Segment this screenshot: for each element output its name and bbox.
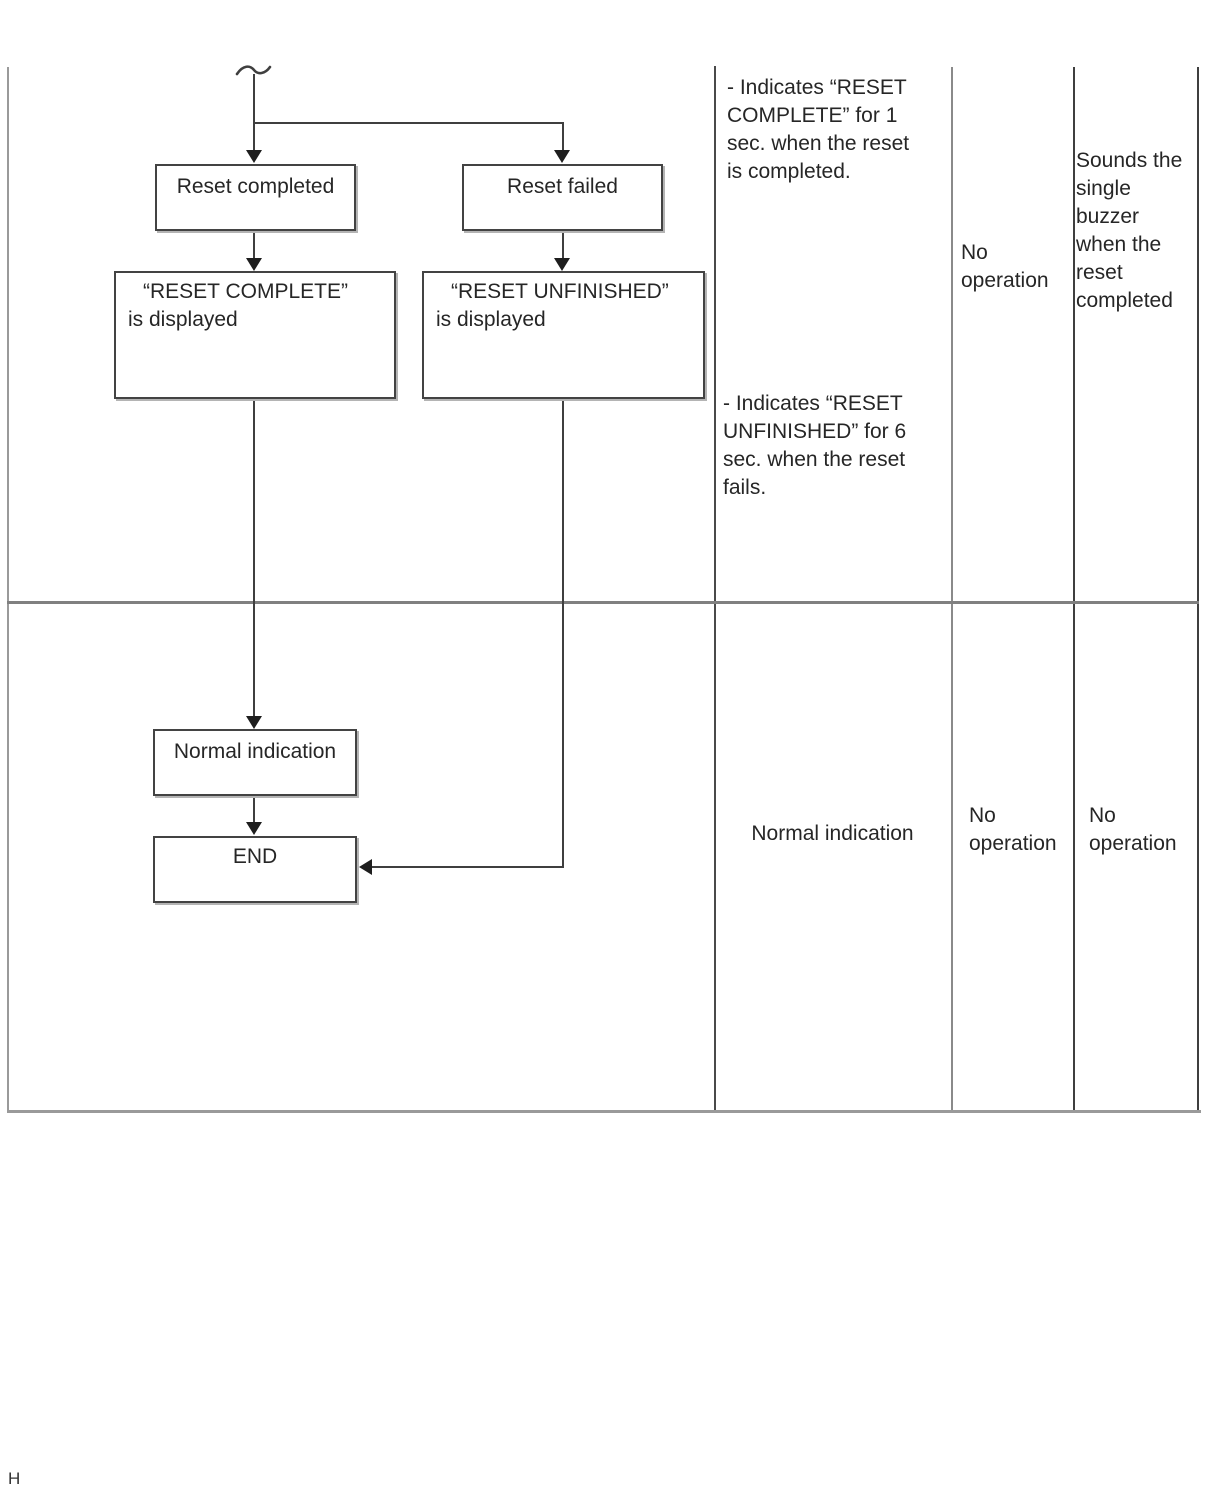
table-right-border: [1197, 67, 1199, 1110]
connector-entry-vertical: [253, 74, 255, 150]
arrowhead-down-icon: [246, 716, 262, 729]
arrowhead-down-icon: [246, 822, 262, 835]
connector-failed-to-display: [562, 231, 564, 258]
table-row-divider: [7, 601, 1199, 604]
table-divider-operation1-operation2: [1073, 67, 1075, 1110]
operation2-cell-row1: Sounds the single buzzer when the reset …: [1076, 149, 1183, 312]
table-divider-flowchart-display: [714, 66, 716, 1110]
connector-branch-horizontal: [253, 122, 564, 124]
display-cell-row2: Normal indication: [751, 822, 914, 845]
arrowhead-down-icon: [246, 258, 262, 271]
flow-node-label: END: [232, 845, 278, 868]
flow-node-reset-unfinished-displayed: “RESET UNFINISHED” is displayed: [422, 271, 705, 399]
table-left-border: [7, 67, 9, 1113]
flow-node-normal-indication: Normal indication: [153, 729, 357, 796]
table-divider-display-operation1: [951, 67, 953, 1110]
page-footer-mark: H: [8, 1469, 21, 1488]
operation1-cell-row2: No operation: [969, 804, 1057, 855]
arrowhead-down-icon: [554, 258, 570, 271]
connector-unfinished-to-end-horizontal: [372, 866, 564, 868]
flow-node-label: Reset failed: [507, 175, 618, 198]
continuation-squiggle-icon: [235, 65, 272, 76]
flow-node-reset-complete-displayed: “RESET COMPLETE” is displayed: [114, 271, 396, 399]
connector-normal-to-end: [253, 796, 255, 822]
operation1-cell-row1: No operation: [961, 241, 1049, 292]
flow-node-end: END: [153, 836, 357, 903]
connector-branch-right-vertical: [562, 122, 564, 150]
flow-node-reset-failed: Reset failed: [462, 164, 663, 231]
arrowhead-left-icon: [359, 859, 372, 875]
connector-unfinished-down-vertical: [562, 399, 564, 868]
operation2-cell-row2: No operation: [1089, 804, 1177, 855]
display-cell-note-reset-unfinished: - Indicates “RESET UNFINISHED” for 6 sec…: [723, 392, 907, 499]
flow-node-label: Normal indication: [173, 740, 337, 763]
arrowhead-down-icon: [246, 150, 262, 163]
flow-node-label: Reset completed: [176, 175, 335, 198]
connector-completed-to-display: [253, 231, 255, 258]
arrowhead-down-icon: [554, 150, 570, 163]
display-cell-note-reset-complete: - Indicates “RESET COMPLETE” for 1 sec. …: [727, 76, 910, 183]
connector-complete-to-normal: [253, 399, 255, 716]
table-bottom-border: [7, 1110, 1201, 1113]
flow-node-reset-completed: Reset completed: [155, 164, 356, 231]
